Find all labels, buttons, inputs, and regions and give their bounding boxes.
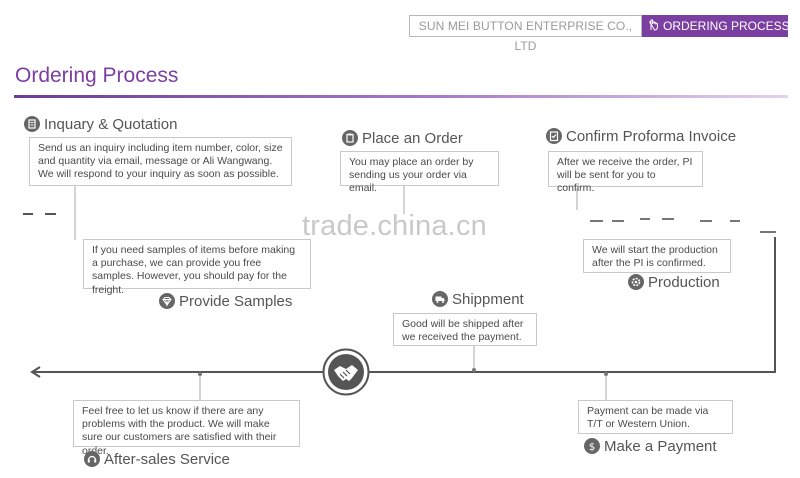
headset-icon xyxy=(84,451,100,467)
step-after-sales-title: After-sales Service xyxy=(84,451,230,468)
step-inquiry-text: Send us an inquiry including item number… xyxy=(38,142,283,181)
step-payment-label: Make a Payment xyxy=(604,438,717,455)
gear-icon xyxy=(628,274,644,290)
step-production-box: We will start the production after the P… xyxy=(583,239,731,273)
step-after-sales-label: After-sales Service xyxy=(104,451,230,468)
step-production-title: Production xyxy=(628,274,720,291)
handshake-icon xyxy=(322,348,370,396)
dollar-icon: $ xyxy=(584,438,600,454)
breadcrumb-current-label: ORDERING PROCESS xyxy=(663,19,790,33)
step-shippment-title: Shippment xyxy=(432,291,524,308)
step-after-sales-box: Feel free to let us know if there are an… xyxy=(73,400,300,457)
hand-pointer-icon xyxy=(648,16,659,38)
step-payment-title: $ Make a Payment xyxy=(584,438,717,455)
step-shippment-box: Good will be shipped after we received t… xyxy=(393,313,537,346)
truck-icon xyxy=(432,291,448,307)
step-payment-box: Payment can be made via T/T or Western U… xyxy=(578,400,733,434)
title-divider xyxy=(14,95,788,98)
step-samples-text: If you need samples of items before maki… xyxy=(92,244,296,296)
step-confirm-pi-label: Confirm Proforma Invoice xyxy=(566,128,737,145)
step-inquiry-box: Send us an inquiry including item number… xyxy=(29,137,292,186)
svg-text:$: $ xyxy=(589,442,595,453)
checklist-icon xyxy=(546,128,562,144)
step-shippment-text: Good will be shipped after we received t… xyxy=(402,318,524,344)
step-production-label: Production xyxy=(648,274,720,291)
step-confirm-pi-box: After we receive the order, PI will be s… xyxy=(548,151,703,194)
breadcrumb-company[interactable]: SUN MEI BUTTON ENTERPRISE CO., LTD xyxy=(409,15,642,53)
step-samples-title: Provide Samples xyxy=(159,293,292,310)
step-samples-box: If you need samples of items before maki… xyxy=(83,239,311,296)
step-payment-text: Payment can be made via T/T or Western U… xyxy=(587,405,709,431)
step-shippment-label: Shippment xyxy=(452,291,524,308)
step-place-order-label: Place an Order xyxy=(362,130,463,147)
watermark-text: trade.china.cn xyxy=(302,210,487,242)
diamond-icon xyxy=(159,293,175,309)
step-confirm-pi-text: After we receive the order, PI will be s… xyxy=(557,156,693,195)
step-place-order-text: You may place an order by sending us you… xyxy=(349,156,474,195)
step-confirm-pi-title: Confirm Proforma Invoice xyxy=(546,128,736,145)
breadcrumb-current[interactable]: ORDERING PROCESS xyxy=(642,15,790,38)
page-title: Ordering Process xyxy=(15,64,179,87)
inquiry-icon xyxy=(24,116,40,132)
clipboard-icon xyxy=(342,130,358,146)
step-samples-label: Provide Samples xyxy=(179,293,293,310)
step-place-order-box: You may place an order by sending us you… xyxy=(340,151,499,194)
step-inquiry-label: Inquary & Quotation xyxy=(44,116,178,133)
step-inquiry-title: Inquary & Quotation xyxy=(24,116,177,133)
step-production-text: We will start the production after the P… xyxy=(592,244,718,270)
step-place-order-title: Place an Order xyxy=(342,130,463,147)
